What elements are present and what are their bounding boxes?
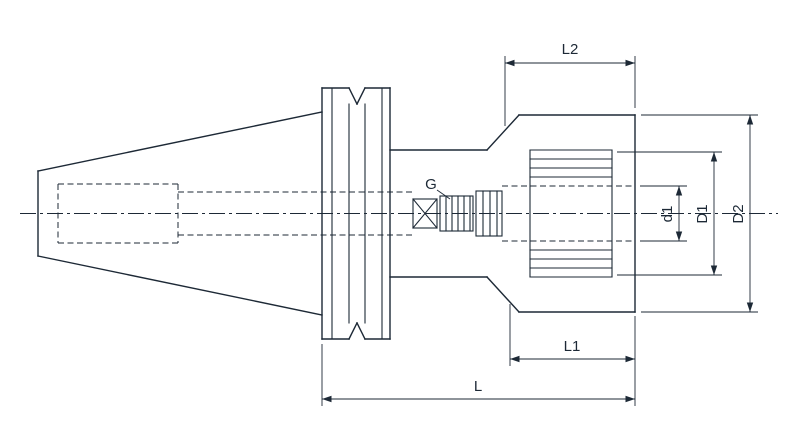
- dimension-label-d1: d1: [659, 206, 676, 223]
- dimension-d2: D2: [641, 114, 758, 313]
- dimension-l2: L2: [504, 41, 636, 126]
- dimension-l1: L1: [509, 304, 636, 406]
- v-flange: [321, 87, 391, 340]
- taper-shank: [37, 111, 323, 316]
- dimension-l: L: [321, 344, 635, 406]
- dimension-d1: d1: [640, 185, 687, 242]
- clamping-ribs: [529, 149, 613, 278]
- dimension-d1-major: D1: [617, 151, 722, 276]
- coolant-tube-assembly: [412, 190, 503, 237]
- dimension-label-d2: D2: [730, 204, 747, 223]
- body-outline: [389, 114, 636, 313]
- thread-callout-g: G: [425, 176, 451, 200]
- dimension-label-l1: L1: [564, 338, 581, 355]
- thread-label-g: G: [425, 176, 437, 193]
- dimension-label-l2: L2: [562, 41, 579, 58]
- dimension-label-l: L: [474, 378, 482, 395]
- dimension-label-d1-major: D1: [694, 204, 711, 223]
